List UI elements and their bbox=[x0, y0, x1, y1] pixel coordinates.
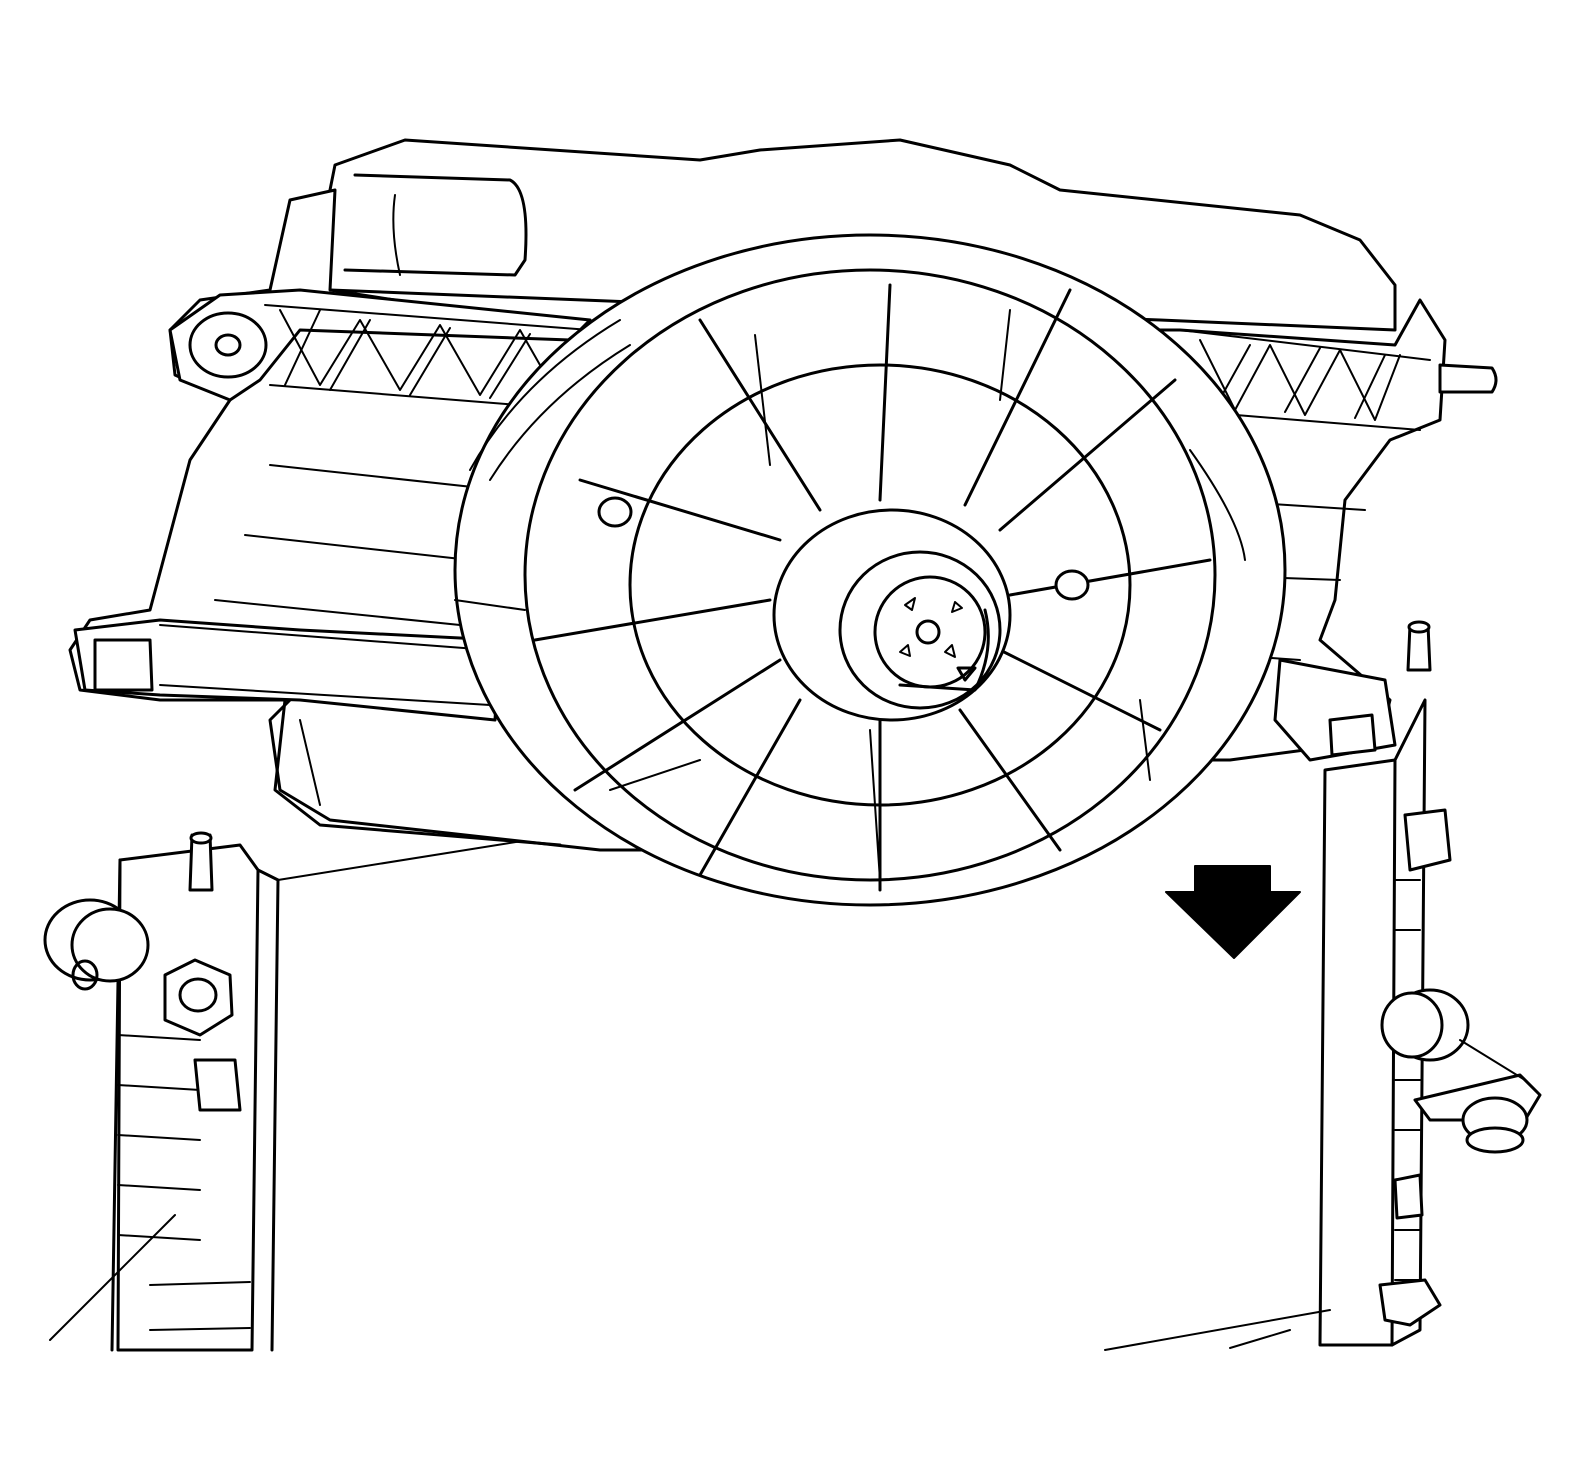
down-arrow-icon bbox=[1165, 865, 1301, 959]
radiator-left-tank bbox=[43, 831, 280, 1352]
fan-motor-hub bbox=[772, 508, 1012, 722]
radiator-right-tank bbox=[1318, 620, 1542, 1347]
fan-assembly bbox=[453, 233, 1287, 907]
fan-spokes bbox=[533, 283, 1212, 892]
radiator bbox=[43, 620, 1542, 1352]
